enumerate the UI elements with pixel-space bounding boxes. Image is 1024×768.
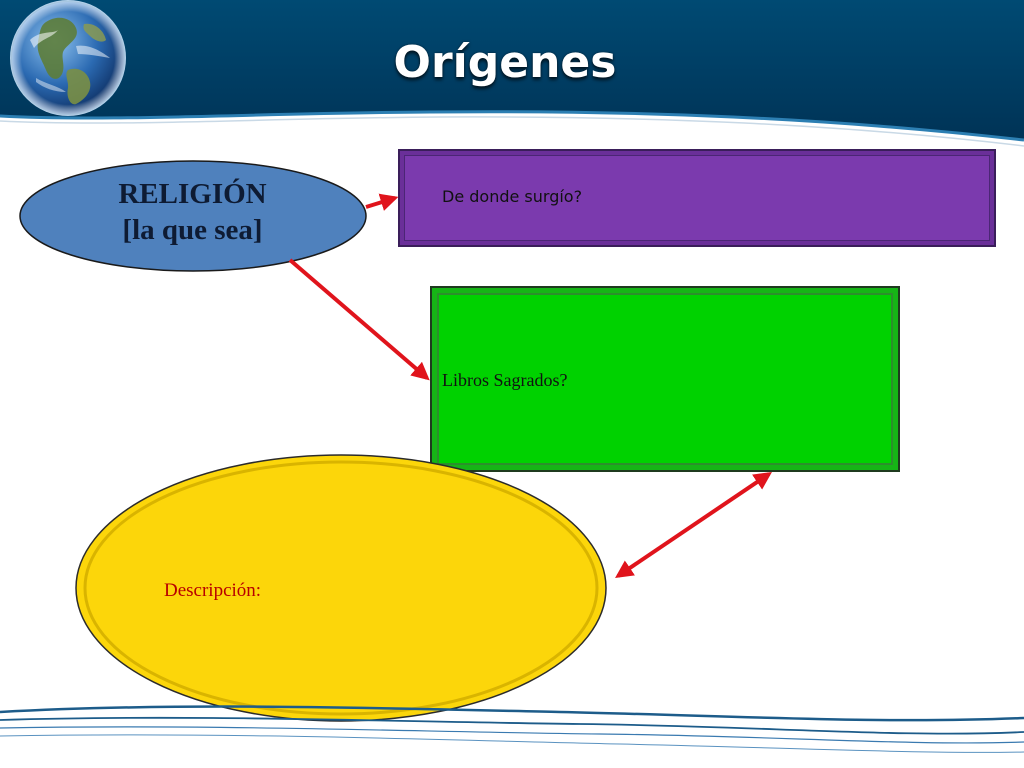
religion-node (19, 160, 367, 272)
arrow-to-origin (365, 193, 399, 211)
arrow-to-sacred-books (288, 258, 430, 381)
box-sacred-books-label: Libros Sagrados? (442, 370, 568, 390)
religion-node-title: RELIGIÓN (118, 178, 267, 210)
religion-node-text: RELIGIÓN [la que sea] (30, 176, 355, 248)
bottom-decoration (0, 705, 1024, 753)
description-node-label: Descripción: (164, 580, 262, 601)
description-node (75, 454, 607, 722)
box-sacred-books: Libros Sagrados? (430, 286, 900, 472)
box-origin-question-label: De donde surgío? (442, 187, 583, 206)
slide-title: Orígenes (393, 37, 617, 88)
religion-node-subtitle: [la que sea] (122, 214, 263, 246)
earth-globe-icon (10, 0, 126, 116)
header-band (0, 0, 1024, 147)
box-origin-question: De donde surgío? (398, 149, 996, 247)
arrow-books-description (615, 471, 772, 579)
